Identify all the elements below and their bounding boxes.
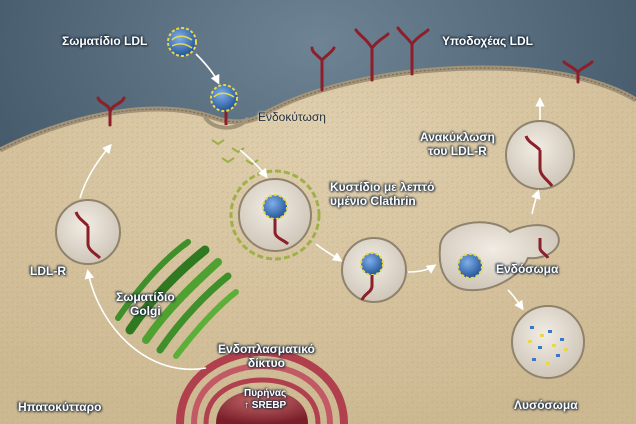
receptor-1b <box>108 96 126 114</box>
lysosome <box>511 305 585 379</box>
clathrin-vesicle-label: Κυστίδιο με λεπτό υμένιο Clathrin <box>330 180 434 208</box>
nucleus-label-line1: Πυρήνας <box>244 388 287 399</box>
lysosome-label: Λυσόσωμα <box>514 398 578 412</box>
clathrin-coated-vesicle <box>229 169 321 261</box>
cell-membrane <box>0 65 636 153</box>
ldl-particle-free <box>167 27 197 57</box>
endocytosis-label: Ενδοκύτωση <box>258 110 326 124</box>
er-label-line2: δίκτυο <box>247 356 285 370</box>
recycling-vesicle <box>505 120 575 190</box>
receptor-2 <box>310 46 336 92</box>
arrow-er-to-ldlr <box>84 269 207 371</box>
golgi-label: Σωματίδιο Golgi <box>116 290 175 318</box>
ldlr-recycling-label: Ανακύκλωση του LDL-R <box>420 130 495 158</box>
receptor-5 <box>562 60 594 84</box>
arrow-endosome-to-recycling <box>531 189 541 215</box>
arrow-ldl-to-pit <box>195 53 220 85</box>
arrow-pit-to-vesicle <box>239 149 268 179</box>
receptor-4 <box>396 26 430 76</box>
uncoated-vesicle <box>341 237 407 303</box>
arrow-to-endosome <box>407 264 437 274</box>
endosome <box>438 221 560 292</box>
ldlr-vesicle <box>55 199 121 265</box>
clathrin-vesicle-label-line1: Κυστίδιο με λεπτό <box>330 180 435 194</box>
arrow-ldlr-to-surface <box>79 143 112 199</box>
arrow-vesicle-to-uncoated <box>315 243 343 262</box>
hepatocyte-label: Ηπατοκύτταρο <box>18 400 102 414</box>
golgi-apparatus <box>115 239 239 359</box>
er-label-line1: Ενδοπλασματικό <box>218 342 315 356</box>
endoplasmic-reticulum <box>176 347 348 424</box>
ldl-receptors-surface <box>96 26 594 127</box>
arrow-endosome-to-lysosome <box>507 289 524 311</box>
endocytosis-pit <box>203 115 250 130</box>
nucleus-label: Πυρήνας ↑ SREBP <box>244 388 286 412</box>
clathrin-fragments <box>211 139 259 166</box>
pathway-arrows <box>79 53 545 371</box>
ldl-particle-label: Σωματίδιο LDL <box>62 34 148 48</box>
ldlr-recycling-label-line2: του LDL-R <box>428 144 487 158</box>
clathrin-vesicle-label-line2: υμένιο Clathrin <box>330 194 416 208</box>
nucleus-label-line2: ↑ SREBP <box>244 400 287 411</box>
ldl-particle-bound <box>210 84 238 125</box>
ldl-receptor-label: Υποδοχέας LDL <box>442 34 533 48</box>
ldlr-label: LDL-R <box>30 264 66 278</box>
nucleus <box>216 390 308 424</box>
er-label: Ενδοπλασματικό δίκτυο <box>218 342 315 370</box>
endosome-label: Ενδόσωμα <box>496 262 559 276</box>
receptor-3 <box>354 28 390 82</box>
golgi-label-line1: Σωματίδιο <box>116 290 175 304</box>
ldlr-recycling-label-line1: Ανακύκλωση <box>420 130 495 144</box>
golgi-label-line2: Golgi <box>130 304 161 318</box>
